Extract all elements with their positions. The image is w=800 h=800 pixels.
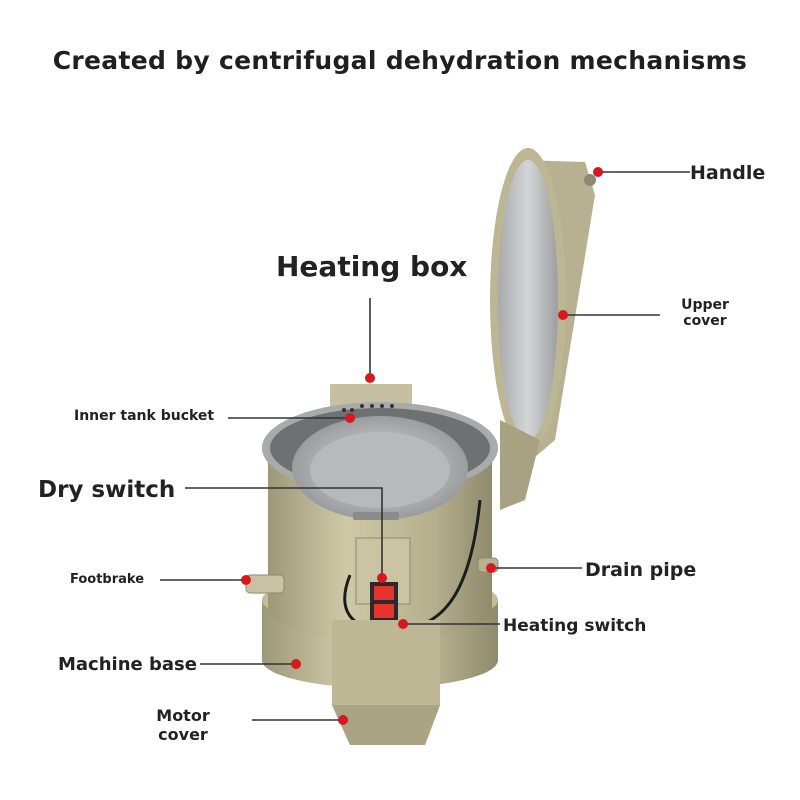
upper-cover-part — [490, 148, 596, 510]
heating-box-label: Heating box — [276, 250, 468, 283]
leader-lines — [160, 171, 690, 721]
machine-base-label: Machine base — [58, 654, 197, 675]
heating-box-marker — [365, 373, 375, 383]
handle-label: Handle — [690, 162, 766, 184]
footbrake-part — [245, 574, 285, 594]
upper-cover-label-line2: cover — [683, 313, 727, 329]
motor-cover-label-line1: Motor — [156, 706, 210, 725]
motor-cover-part — [332, 620, 440, 745]
footbrake-marker — [241, 575, 251, 585]
marker-dots — [241, 167, 603, 725]
dry-switch-label: Dry switch — [38, 477, 176, 503]
heating-switch-label: Heating switch — [503, 616, 647, 636]
page-title: Created by centrifugal dehydration mecha… — [52, 46, 748, 75]
heating-switch-marker — [398, 619, 408, 629]
inner-tank-marker — [345, 413, 355, 423]
upper-cover-label-line1: Upper — [681, 297, 729, 313]
footbrake-label: Footbrake — [70, 572, 145, 587]
inner-tank-part — [262, 402, 498, 520]
drain-pipe-label: Drain pipe — [585, 559, 697, 581]
upper-cover-marker — [558, 310, 568, 320]
switch-box-part — [355, 537, 411, 622]
upper-cover-label: Upper cover — [676, 297, 734, 329]
handle-marker — [593, 167, 603, 177]
machine-base-marker — [291, 659, 301, 669]
dry-switch-marker — [377, 573, 387, 583]
inner-tank-bucket-label: Inner tank bucket — [74, 408, 215, 424]
motor-cover-label-line2: cover — [158, 725, 208, 744]
motor-cover-marker — [338, 715, 348, 725]
motor-cover-label: Motor cover — [150, 706, 216, 744]
drain-pipe-marker — [486, 563, 496, 573]
